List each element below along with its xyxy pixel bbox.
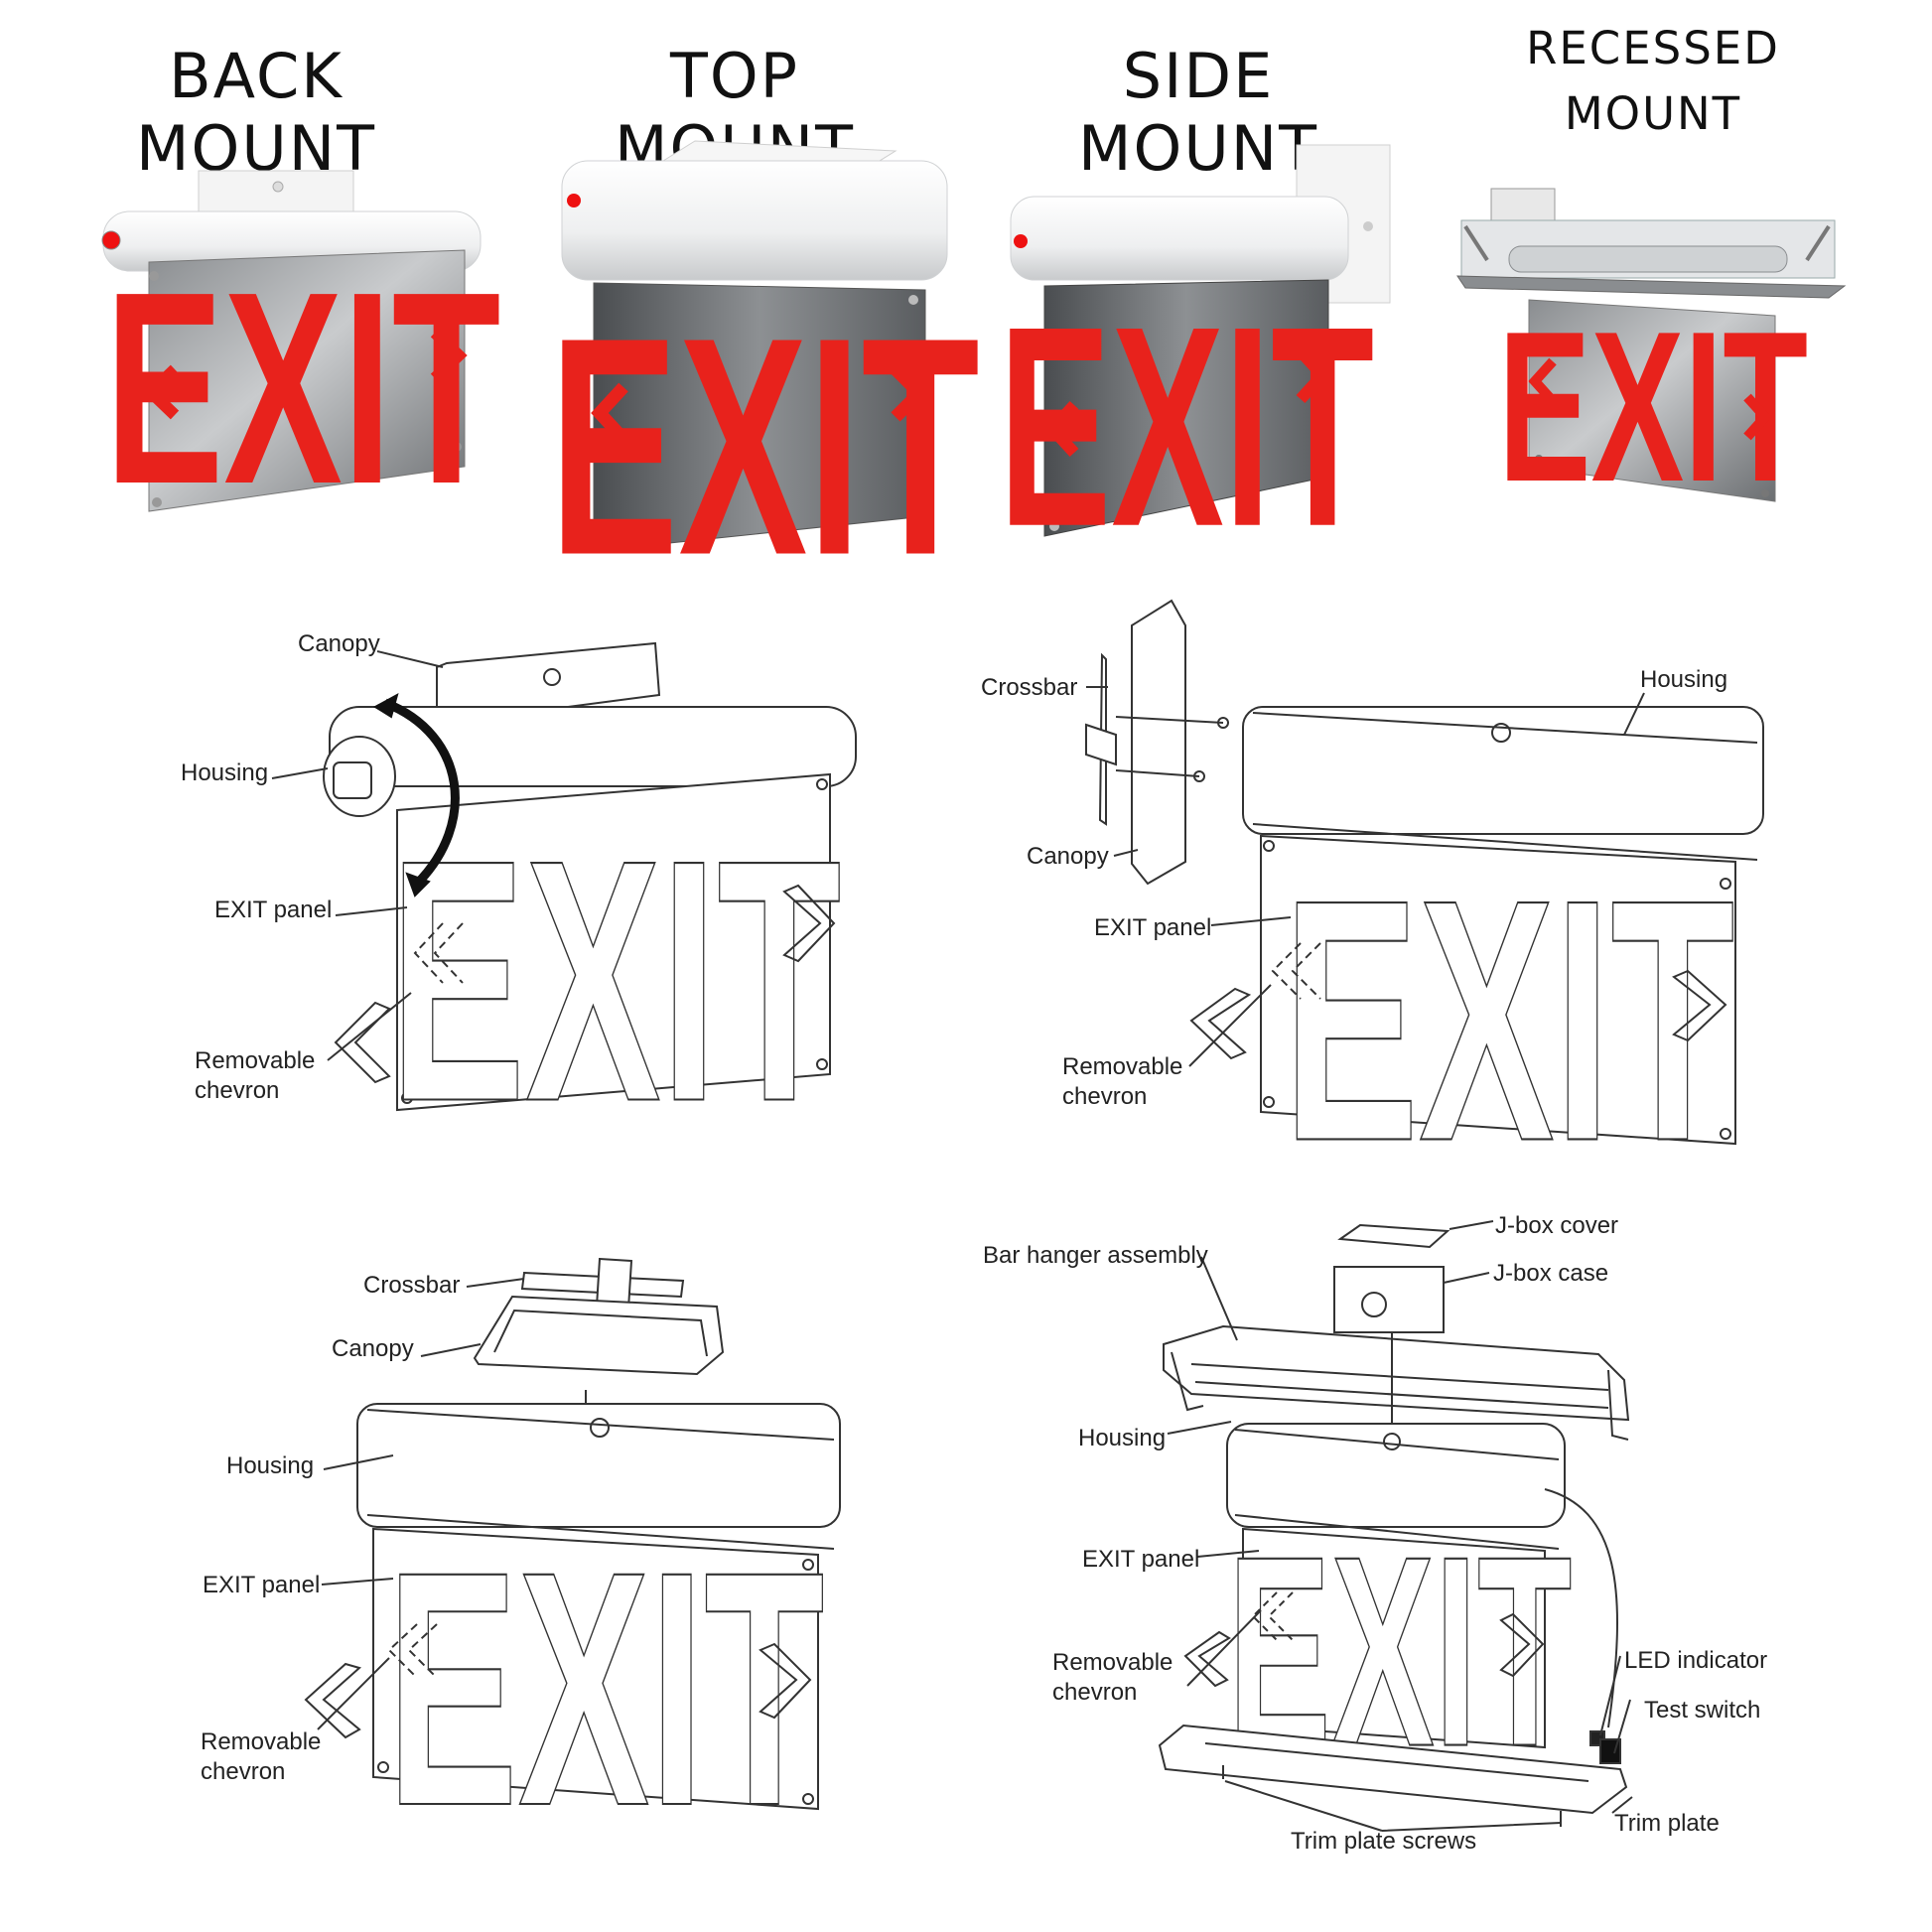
recessed-chevron-label-line1: Removable bbox=[1052, 1649, 1173, 1676]
top-crossbar-label: Crossbar bbox=[363, 1272, 460, 1299]
top-mount-photo: EXIT bbox=[549, 140, 980, 621]
chevron-left-icon bbox=[1528, 357, 1557, 405]
back-canopy-label: Canopy bbox=[298, 630, 380, 657]
back-mount-photo: EXIT bbox=[101, 170, 501, 541]
top-chevron-label-line1: Removable bbox=[201, 1728, 321, 1755]
test-switch-icon bbox=[101, 230, 121, 250]
recessed-jbox-cover-label: J-box cover bbox=[1495, 1212, 1618, 1239]
recessed-test-switch-label: Test switch bbox=[1644, 1697, 1760, 1724]
recessed-led-indicator-label: LED indicator bbox=[1624, 1647, 1767, 1674]
recessed-housing-label: Housing bbox=[1078, 1425, 1166, 1451]
side-mount-title: SIDE MOUNT bbox=[1078, 40, 1318, 185]
recessed-mount-diagram: EXIT bbox=[1158, 1220, 1633, 1832]
side-housing-label: Housing bbox=[1640, 666, 1727, 693]
recessed-trim-plate-label: Trim plate bbox=[1614, 1810, 1720, 1837]
recessed-mount-title-line2: MOUNT bbox=[1564, 87, 1742, 140]
chevron-right-icon bbox=[891, 364, 929, 422]
rotation-arrow-icon bbox=[383, 698, 460, 888]
back-housing-label: Housing bbox=[181, 759, 268, 786]
side-chevron-label-line2: chevron bbox=[1062, 1083, 1147, 1110]
back-chevron-label-line1: Removable bbox=[195, 1047, 315, 1074]
top-canopy-label: Canopy bbox=[332, 1335, 414, 1362]
side-crossbar-label: Crossbar bbox=[981, 674, 1077, 701]
chevron-left-icon bbox=[1043, 400, 1079, 458]
recessed-exit-panel-label: EXIT panel bbox=[1082, 1546, 1199, 1573]
side-mount-diagram: EXIT bbox=[1085, 599, 1764, 1214]
recessed-jbox-case-label: J-box case bbox=[1493, 1260, 1608, 1287]
chevron-left-icon bbox=[142, 364, 180, 420]
back-chevron-label-line2: chevron bbox=[195, 1077, 279, 1104]
side-exit-panel-label: EXIT panel bbox=[1094, 914, 1211, 941]
recessed-chevron-label-line2: chevron bbox=[1052, 1679, 1137, 1706]
top-housing-label: Housing bbox=[226, 1452, 314, 1479]
chevron-left-icon bbox=[591, 382, 628, 444]
chevron-right-icon bbox=[1296, 346, 1331, 404]
recessed-mount-photo: EXIT bbox=[1456, 188, 1847, 526]
side-chevron-label-line1: Removable bbox=[1062, 1053, 1182, 1080]
exit-outline-text: EXIT bbox=[390, 789, 842, 1173]
side-canopy-label: Canopy bbox=[1027, 843, 1109, 870]
back-exit-panel-label: EXIT panel bbox=[214, 897, 332, 923]
back-mount-diagram: EXIT bbox=[271, 641, 857, 1174]
exit-sign-text: EXIT bbox=[549, 274, 979, 621]
exit-outline-text: EXIT bbox=[387, 1503, 825, 1875]
chevron-right-icon bbox=[430, 328, 468, 383]
exit-outline-text: EXIT bbox=[1284, 829, 1735, 1213]
top-mount-diagram: EXIT bbox=[304, 1257, 841, 1876]
recessed-trim-screws-label: Trim plate screws bbox=[1291, 1828, 1476, 1855]
top-exit-panel-label: EXIT panel bbox=[203, 1572, 320, 1598]
top-chevron-label-line2: chevron bbox=[201, 1758, 285, 1785]
recessed-mount-title-line1: RECESSED bbox=[1526, 22, 1780, 74]
side-mount-photo: EXIT bbox=[999, 144, 1391, 587]
exit-sign-text: EXIT bbox=[105, 235, 501, 541]
back-mount-title: BACK MOUNT bbox=[136, 40, 376, 185]
recessed-bar-hanger-label: Bar hanger assembly bbox=[983, 1242, 1208, 1269]
chevron-right-icon bbox=[1743, 393, 1772, 441]
